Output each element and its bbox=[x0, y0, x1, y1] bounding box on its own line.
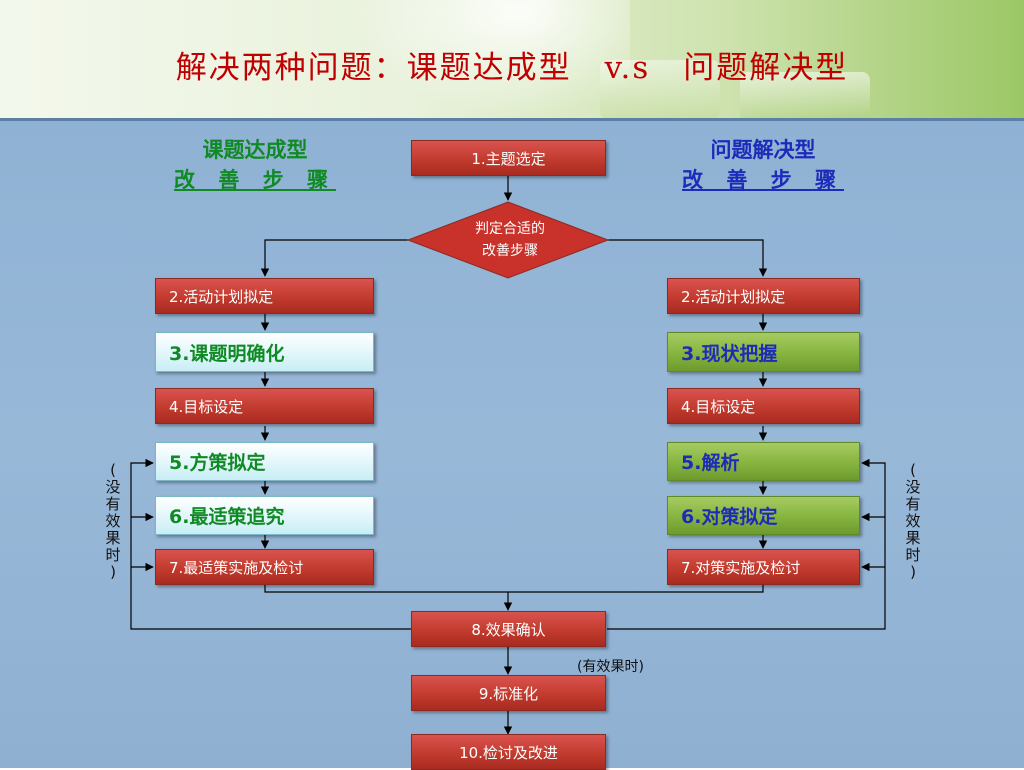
left-step-6[interactable]: 6.最适策追究 bbox=[155, 496, 374, 535]
step-1-topic-selection[interactable]: 1.主题选定 bbox=[411, 140, 606, 176]
side-note-right-char: 没 bbox=[905, 478, 921, 496]
left-heading-title: 课题达成型 bbox=[202, 137, 308, 162]
decision-label-line2: 改善步骤 bbox=[482, 243, 538, 259]
right-step-3[interactable]: 3.现状把握 bbox=[667, 332, 860, 372]
left-step-7[interactable]: 7.最适策实施及检讨 bbox=[155, 549, 374, 585]
effect-note: (有效果时) bbox=[577, 659, 644, 675]
step-9-standardization[interactable]: 9.标准化 bbox=[411, 675, 606, 711]
side-note-left-char: 有 bbox=[105, 495, 121, 513]
side-note-left-char: 没 bbox=[105, 478, 121, 496]
right-heading-title: 问题解决型 bbox=[710, 137, 816, 162]
connector-decision-to-right bbox=[608, 239, 768, 277]
side-note-left: ( 没 有 效 果 时 ) bbox=[104, 462, 122, 581]
left-step-4[interactable]: 4.目标设定 bbox=[155, 388, 374, 424]
slide-title: 解决两种问题：课题达成型 v.s 问题解决型 bbox=[175, 50, 849, 86]
right-step-5[interactable]: 5.解析 bbox=[667, 442, 860, 481]
side-note-right-char: 果 bbox=[905, 529, 921, 547]
side-note-left-close: ) bbox=[110, 563, 116, 581]
feedback-loop-right bbox=[607, 458, 886, 630]
side-note-left-char: 果 bbox=[105, 529, 121, 547]
header-banner bbox=[0, 0, 1024, 122]
side-note-right-char: 有 bbox=[905, 495, 921, 513]
right-step-6[interactable]: 6.对策拟定 bbox=[667, 496, 860, 535]
step-10-review-improve[interactable]: 10.检讨及改进 bbox=[411, 734, 606, 770]
header-decoration bbox=[740, 72, 870, 122]
right-step-7[interactable]: 7.对策实施及检讨 bbox=[667, 549, 860, 585]
side-note-left-char: 时 bbox=[105, 546, 121, 564]
side-note-left-open: ( bbox=[110, 461, 116, 479]
connector-decision-to-left bbox=[260, 239, 408, 277]
connector-7s-merge bbox=[264, 584, 764, 593]
step-8-effect-confirmation[interactable]: 8.效果确认 bbox=[411, 611, 606, 647]
left-step-2[interactable]: 2.活动计划拟定 bbox=[155, 278, 374, 314]
header-glow bbox=[350, 0, 630, 118]
left-step-3[interactable]: 3.课题明确化 bbox=[155, 332, 374, 372]
right-step-2[interactable]: 2.活动计划拟定 bbox=[667, 278, 860, 314]
right-heading: 问题解决型 改 善 步 骤 bbox=[678, 135, 848, 195]
decision-label: 判定合适的 改善步骤 bbox=[445, 218, 575, 262]
left-step-5[interactable]: 5.方策拟定 bbox=[155, 442, 374, 481]
side-note-right-open: ( bbox=[910, 461, 916, 479]
side-note-right-char: 效 bbox=[905, 512, 921, 530]
side-note-left-char: 效 bbox=[105, 512, 121, 530]
decision-diamond bbox=[406, 201, 610, 279]
left-heading-subtitle: 改 善 步 骤 bbox=[174, 167, 336, 192]
header-decoration bbox=[600, 60, 720, 120]
side-note-right-char: 时 bbox=[905, 546, 921, 564]
left-heading: 课题达成型 改 善 步 骤 bbox=[170, 135, 340, 195]
side-note-right: ( 没 有 效 果 时 ) bbox=[904, 462, 922, 581]
side-note-right-close: ) bbox=[910, 563, 916, 581]
right-heading-subtitle: 改 善 步 骤 bbox=[682, 167, 844, 192]
decision-label-line1: 判定合适的 bbox=[475, 221, 545, 237]
feedback-loop-left bbox=[130, 458, 411, 630]
right-step-4[interactable]: 4.目标设定 bbox=[667, 388, 860, 424]
